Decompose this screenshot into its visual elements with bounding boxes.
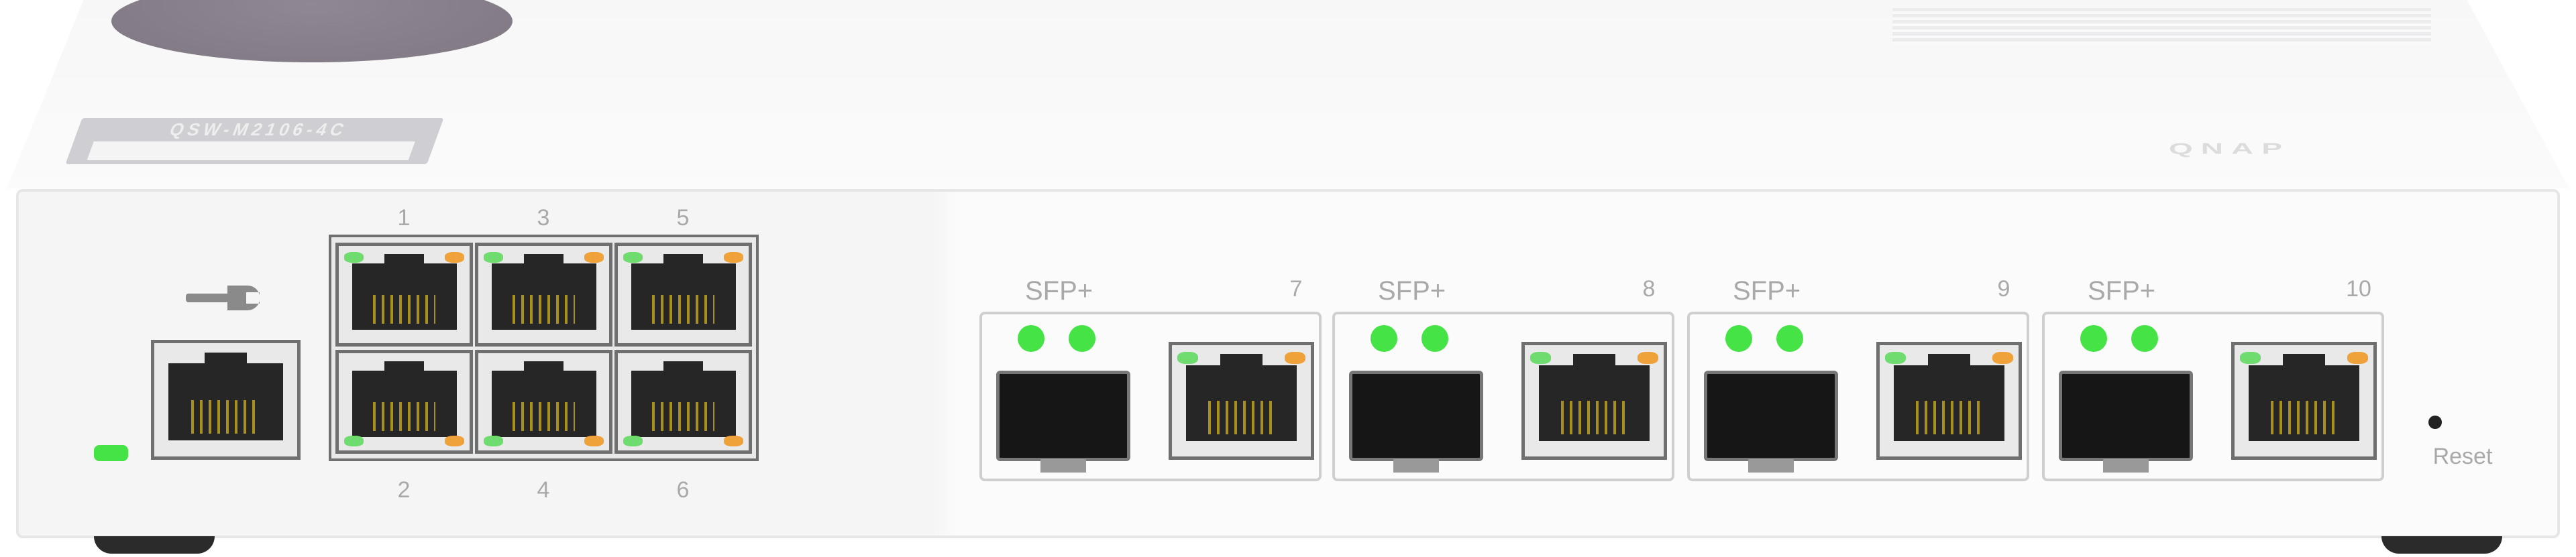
rj45-port-9[interactable]	[1876, 342, 2022, 460]
rj45-port-10[interactable]	[2231, 342, 2377, 460]
sfp-link-led	[1371, 325, 1397, 352]
sfp-activity-led	[1069, 325, 1095, 352]
rj45-port-6[interactable]	[614, 350, 752, 454]
port-number: 10	[2346, 276, 2371, 302]
reset-label: Reset	[2432, 444, 2493, 469]
rj45-port-4[interactable]	[475, 350, 612, 454]
sfp-link-led	[1018, 325, 1044, 352]
wrench-icon	[186, 286, 260, 310]
sfp-cage-9[interactable]	[1704, 371, 1838, 473]
sfp-cage-7[interactable]	[996, 371, 1130, 473]
sfp-activity-led	[1421, 325, 1448, 352]
port-number: 7	[1289, 276, 1303, 302]
rj45-port-7[interactable]	[1169, 342, 1314, 460]
port-number: 1	[397, 205, 411, 231]
sfp-link-led	[1725, 325, 1752, 352]
foot-right	[2381, 536, 2502, 554]
management-port[interactable]	[151, 340, 301, 460]
sfp-cage-8[interactable]	[1349, 371, 1483, 473]
rj45-port-8[interactable]	[1521, 342, 1667, 460]
port-number: 2	[397, 477, 411, 503]
power-led	[94, 445, 128, 461]
sfp-label: SFP+	[1025, 276, 1093, 306]
port-number: 6	[676, 477, 690, 503]
port-number: 5	[676, 205, 690, 231]
sfp-label: SFP+	[1378, 276, 1446, 306]
vent-grille	[1892, 8, 2431, 44]
foot-left	[94, 536, 215, 554]
sfp-activity-led	[2131, 325, 2158, 352]
port-number: 9	[1997, 276, 2010, 302]
rj45-port-3[interactable]	[475, 243, 612, 347]
reset-button[interactable]	[2428, 416, 2442, 429]
rj45-port-5[interactable]	[614, 243, 752, 347]
sfp-cage-10[interactable]	[2059, 371, 2193, 473]
rj45-port-2[interactable]	[335, 350, 473, 454]
port-number: 4	[537, 477, 550, 503]
sfp-link-led	[2080, 325, 2107, 352]
sfp-activity-led	[1776, 325, 1803, 352]
port-number: 3	[537, 205, 550, 231]
sfp-label: SFP+	[1733, 276, 1801, 306]
rj45-port-1[interactable]	[335, 243, 473, 347]
model-label: QSW-M2106-4C	[65, 118, 444, 164]
brand-logo: QNAP	[2169, 139, 2290, 158]
sfp-label: SFP+	[2088, 276, 2156, 306]
port-number: 8	[1642, 276, 1656, 302]
